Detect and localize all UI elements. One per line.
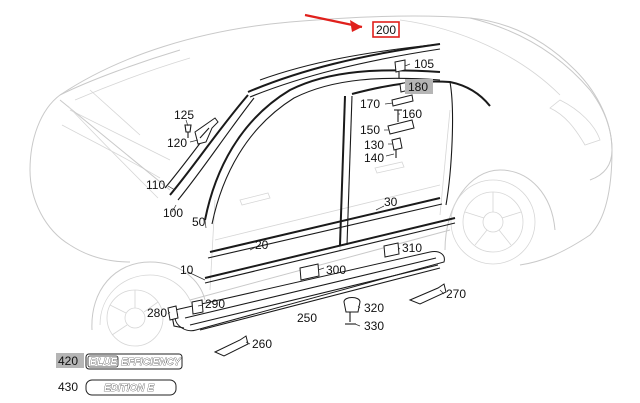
a-pillar-trim-100 (169, 94, 249, 196)
callout-105: 105 (414, 57, 434, 71)
door-frame-50 (204, 69, 441, 221)
badge-efficiency-text: EFFICIENCY (121, 357, 182, 368)
badge-blue-text: BLUE (90, 357, 118, 368)
callout-10: 10 (180, 263, 194, 277)
callout-20: 20 (255, 238, 269, 252)
side-skirt-250 (171, 251, 445, 332)
highlight-arrow (304, 13, 400, 38)
callout-300: 300 (326, 263, 346, 277)
callout-320: 320 (364, 301, 384, 315)
roof-rail-200 (247, 43, 441, 93)
callout-140: 140 (364, 151, 384, 165)
callout-120: 120 (167, 136, 187, 150)
callout-260: 260 (252, 337, 272, 351)
callout-250: 250 (297, 311, 317, 325)
callout-130: 130 (364, 138, 384, 152)
leader-lines (167, 63, 445, 345)
badge-edition-e: EDITION E (85, 379, 177, 396)
badge-edition-text: EDITION E (104, 383, 154, 394)
callout-150: 150 (360, 123, 380, 137)
belt-strip-30 (209, 197, 441, 253)
callout-180-highlight (405, 79, 433, 94)
callout-430: 430 (58, 380, 78, 394)
badge-blue-efficiency: BLUE EFFICIENCY (85, 353, 183, 370)
callout-100: 100 (163, 206, 183, 220)
callout-280: 280 (147, 306, 167, 320)
callout-420-highlight (56, 353, 84, 368)
car-body-outline (29, 15, 613, 347)
lower-strip-10 (204, 217, 456, 279)
callout-110: 110 (146, 178, 165, 192)
callout-270: 270 (446, 287, 466, 301)
callout-420: 420 (58, 354, 78, 368)
callout-310: 310 (402, 241, 422, 255)
callout-330: 330 (364, 319, 384, 333)
callout-180: 180 (408, 80, 428, 94)
callout-30: 30 (384, 195, 398, 209)
fasteners (167, 59, 447, 357)
callout-200: 200 (376, 23, 396, 37)
callout-125: 125 (174, 108, 194, 122)
callout-290: 290 (205, 297, 225, 311)
callout-170: 170 (360, 97, 380, 111)
callout-50: 50 (192, 215, 206, 229)
callout-labels: 200 105 180 125 170 160 150 120 130 140 … (58, 23, 466, 394)
callout-160: 160 (402, 107, 422, 121)
window-frame-trim (164, 43, 491, 284)
callout-200-box (372, 21, 400, 38)
